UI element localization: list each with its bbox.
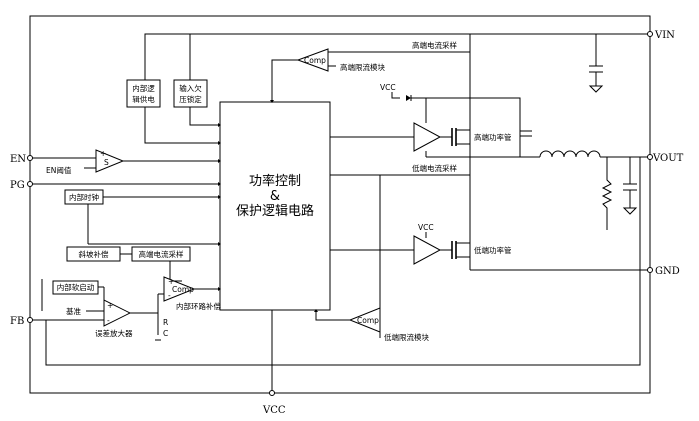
hs-switch (451, 128, 470, 146)
svg-text:-: - (168, 291, 171, 300)
error-amp-label: 误差放大器 (95, 328, 133, 338)
reference-label: 基准 (66, 306, 81, 316)
pin-en-label: EN (10, 154, 26, 165)
svg-text:Comp: Comp (172, 285, 194, 294)
comp-bottom: Comp (348, 307, 381, 333)
svg-text:+: + (168, 277, 174, 286)
core-title-line3: 保护逻辑电路 (236, 203, 314, 219)
uvlo-block: 输入欠 压锁定 (173, 79, 208, 108)
en-threshold-label: EN阈值 (46, 165, 72, 175)
ls-current-sense-label: 低端电流采样 (412, 163, 457, 173)
output-resistor (601, 157, 613, 230)
output-capacitor (622, 157, 638, 215)
hs-current-limit-label: 高端限流模块 (340, 62, 385, 72)
pin-gnd: GND (470, 266, 680, 277)
pin-fb: FB (10, 316, 33, 327)
ls-switch-label: 低端功率管 (474, 245, 512, 255)
pin-fb-label: FB (10, 316, 24, 327)
hs-driver (413, 122, 442, 152)
ls-current-limit-label: 低端限流模块 (384, 332, 429, 342)
pin-gnd-label: GND (655, 266, 680, 277)
comp-mid: + - Comp (163, 276, 196, 302)
inductor (539, 150, 601, 158)
svg-text:+: + (100, 149, 106, 158)
svg-text:内部时钟: 内部时钟 (69, 192, 99, 202)
internal-clock-block: 内部时钟 (64, 189, 104, 205)
ls-driver (413, 235, 442, 265)
vcc-driver-top-label: VCC (380, 83, 396, 92)
core-logic-block (219, 101, 331, 311)
hs-switch-label: 高端功率管 (474, 132, 512, 142)
core-title-line1: 功率控制 (249, 173, 301, 189)
pin-pg-label: PG (10, 180, 25, 191)
svg-text:辑供电: 辑供电 (132, 94, 155, 104)
pin-vout-label: VOUT (652, 153, 684, 164)
pin-vin-label: VIN (654, 30, 675, 41)
slope-comp-block: 斜坡补偿 (66, 246, 121, 262)
core-title-line2: & (270, 189, 280, 204)
pin-vin: VIN (470, 30, 675, 41)
svg-text:内部软启动: 内部软启动 (57, 282, 95, 292)
internal-regulator-block: 内部逻 辑供电 (126, 79, 161, 108)
svg-text:Comp: Comp (304, 56, 326, 65)
ls-switch (451, 241, 470, 259)
svg-text:斜坡补偿: 斜坡补偿 (79, 249, 109, 259)
hs-current-sense-label: 高端电流采样 (412, 40, 457, 50)
svg-text:输入欠: 输入欠 (179, 83, 202, 93)
chip-boundary (29, 15, 651, 394)
svg-text:压锁定: 压锁定 (179, 94, 202, 104)
error-amplifier: + - (103, 299, 132, 327)
svg-text:C: C (163, 329, 168, 338)
internal-loop-comp-label: 内部环路补偿 (176, 301, 221, 311)
pin-pg: PG (10, 180, 33, 191)
pin-vcc-label: VCC (262, 405, 286, 416)
pin-vcc: VCC (262, 310, 286, 416)
vcc-driver-bottom-label: VCC (418, 223, 434, 232)
input-capacitor (588, 34, 604, 93)
svg-text:R: R (163, 318, 168, 327)
en-comparator: S + (95, 149, 125, 173)
svg-text:高端电流采样: 高端电流采样 (139, 249, 184, 259)
comp-top: Comp (296, 48, 329, 72)
svg-text:+: + (107, 301, 113, 310)
svg-text:S: S (104, 158, 109, 167)
svg-text:-: - (107, 316, 110, 325)
svg-text:内部逻: 内部逻 (132, 83, 155, 93)
pin-vout: VOUT (647, 153, 684, 164)
soft-start-block: 内部软启动 (52, 280, 99, 295)
hs-current-sense-left-block: 高端电流采样 (131, 246, 191, 262)
svg-text:Comp: Comp (357, 316, 379, 325)
pin-en: EN (10, 154, 33, 165)
